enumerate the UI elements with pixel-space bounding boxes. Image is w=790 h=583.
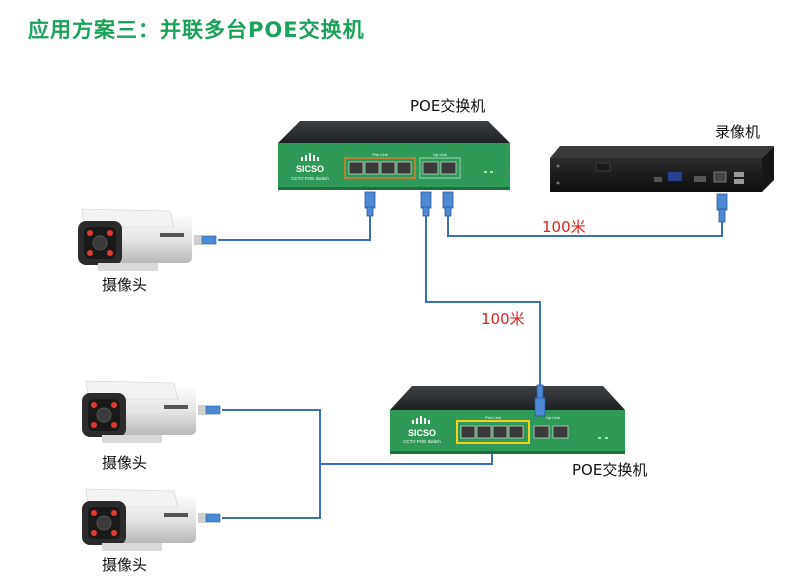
poe-label-bottom: Poe Link [485, 415, 501, 420]
uplink-ports-bottom [533, 425, 569, 439]
uplink-label-top: Up Link [433, 152, 447, 157]
uplink-ports-top [422, 161, 457, 175]
distance-label-switch: 100米 [481, 310, 525, 328]
cables [218, 216, 723, 519]
cable-camera1-to-top-switch [218, 216, 371, 241]
rj45-connectors-top [364, 191, 454, 217]
label-camera-2: 摄像头 [102, 454, 148, 472]
label-switch-top: POE交换机 [410, 97, 486, 115]
cable-top-switch-to-bottom-switch [425, 216, 541, 385]
poe-ports-bottom [460, 425, 524, 439]
nvr-recorder [550, 146, 774, 192]
model-text-top: CCTV POE Switch [291, 176, 329, 181]
uplink-label-bottom: Up Link [546, 415, 560, 420]
rj45-connector-nvr [716, 193, 728, 223]
label-switch-bottom: POE交换机 [572, 461, 648, 479]
poe-switch-bottom: SICSO CCTV POE Switch Poe Link Up Link [390, 386, 625, 454]
poe-ports-top [348, 161, 412, 175]
poe-label-top: Poe Link [372, 152, 388, 157]
cable-camera2-to-bottom-switch [222, 409, 321, 519]
label-camera-1: 摄像头 [102, 276, 148, 294]
brand-text-top: SICSO [296, 164, 324, 174]
camera-2 [82, 380, 221, 443]
rj45-connector-bottom-uplink [534, 384, 546, 417]
label-nvr: 录像机 [715, 123, 761, 141]
poe-switch-top: SICSO CCTV POE Switch Poe Link Up Link [278, 121, 510, 190]
label-camera-3: 摄像头 [102, 556, 148, 574]
distance-label-nvr: 100米 [542, 218, 586, 236]
brand-logo-bottom: SICSO CCTV POE Switch [403, 416, 441, 444]
brand-logo-top: SICSO CCTV POE Switch [291, 153, 329, 181]
model-text-bottom: CCTV POE Switch [403, 439, 441, 444]
camera-1 [78, 208, 217, 271]
camera-3 [82, 488, 221, 551]
cable-top-switch-to-nvr [447, 216, 723, 237]
diagram-title: 应用方案三：并联多台POE交换机 [28, 18, 365, 42]
brand-text-bottom: SICSO [408, 428, 436, 438]
